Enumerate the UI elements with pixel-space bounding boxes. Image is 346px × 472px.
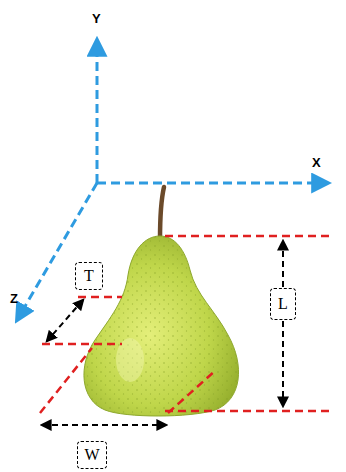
dimension-box: W <box>77 441 107 469</box>
pear-stem <box>160 187 164 240</box>
dimension-letter: T <box>84 268 94 284</box>
x-axis <box>97 182 328 185</box>
dimension-letter: L <box>278 296 288 312</box>
z-axis <box>17 183 97 320</box>
width-arrow <box>42 424 166 426</box>
pear-body <box>84 236 239 416</box>
pear-speckles <box>84 236 239 416</box>
dimension-arrows <box>42 241 283 425</box>
dimension-box: T <box>75 262 103 290</box>
length-arrow <box>282 241 284 406</box>
y-axis <box>96 40 99 183</box>
axis-label: X <box>312 156 321 169</box>
thickness-arrow <box>47 300 83 341</box>
dimension-letter: W <box>84 447 99 463</box>
axis-label: Z <box>10 292 18 305</box>
reference-lines <box>40 236 330 413</box>
axis-label: Y <box>92 12 101 25</box>
dimension-box: L <box>270 288 296 320</box>
